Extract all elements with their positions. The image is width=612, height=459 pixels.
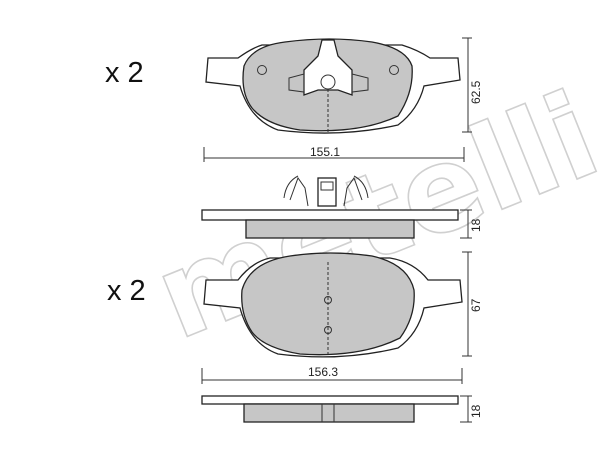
bottom-pad-thickness-label: 18	[469, 404, 483, 418]
bottom-pad-quantity: x 2	[107, 275, 146, 307]
top-pad-height-label: 62.5	[469, 80, 483, 104]
top-pad-side-view	[201, 175, 472, 239]
top-pad-hole-right	[389, 65, 399, 75]
top-pad-clip-wing-left	[288, 73, 305, 93]
top-side-backing-plate	[201, 209, 459, 221]
bottom-side-friction-material	[243, 403, 415, 423]
top-pad-quantity: x 2	[105, 57, 144, 89]
bottom-pad-dimensions	[201, 251, 472, 384]
top-pad-clip-wing-right	[351, 73, 369, 93]
bottom-pad-height-label: 67	[469, 298, 483, 312]
top-pad-width-label: 155.1	[310, 145, 340, 159]
top-pad-dimensions	[203, 37, 472, 162]
bottom-pad-front-view	[203, 252, 463, 358]
bottom-pad-width-label: 156.3	[308, 365, 338, 379]
top-spring-clip	[289, 176, 363, 207]
top-side-friction-material	[245, 219, 415, 239]
top-pad-thickness-label: 18	[469, 218, 483, 232]
bottom-side-backing-plate	[201, 395, 459, 405]
top-pad-hole-left	[257, 65, 267, 75]
top-clip-body	[317, 177, 337, 207]
top-clip-window	[320, 181, 334, 191]
top-pad-front-view	[205, 38, 461, 134]
top-spring-wire	[283, 175, 369, 199]
bottom-pad-side-view	[201, 395, 472, 423]
